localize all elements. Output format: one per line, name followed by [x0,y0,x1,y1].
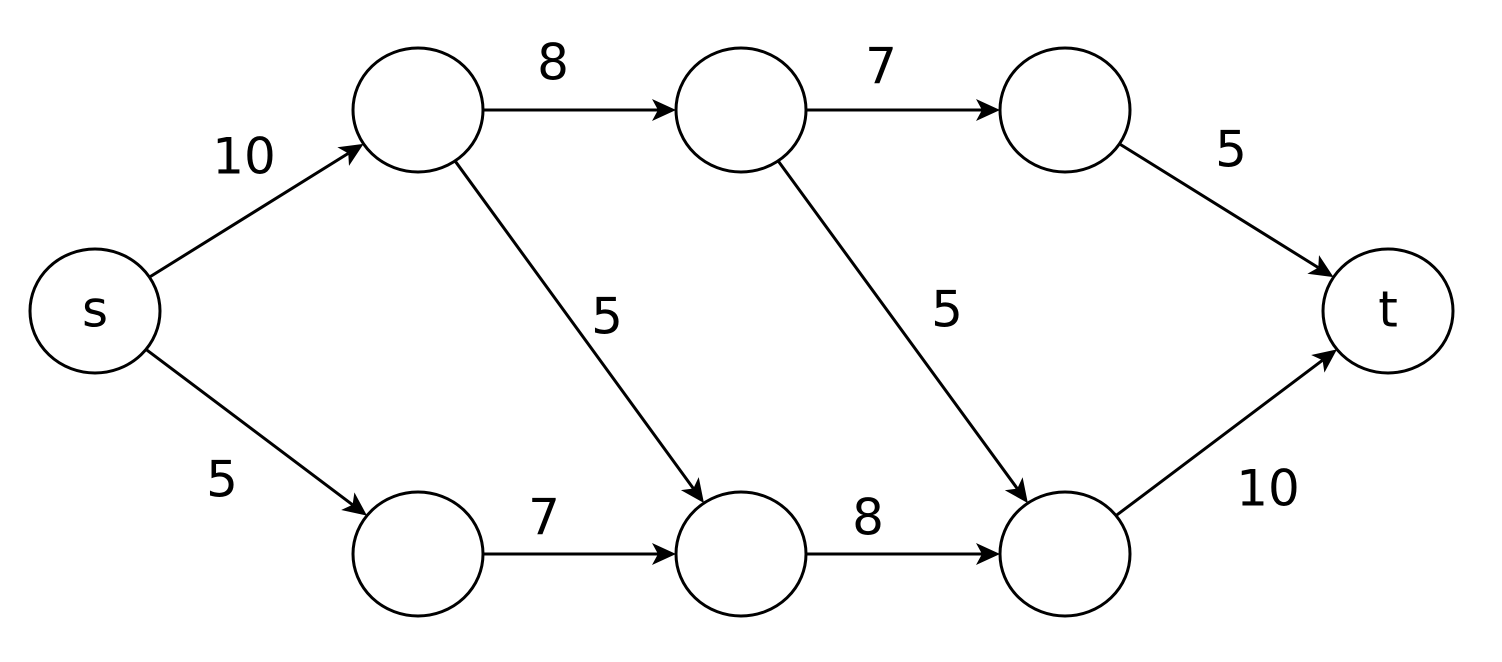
edge-a1-a2 [483,99,676,121]
node-circle [351,46,485,174]
edge-b2-b3 [806,543,1000,565]
edge-a3-t [1118,142,1334,278]
edge-s-b1 [145,348,367,516]
edge-capacity-label: 5 [931,281,963,339]
node-a2 [674,46,808,174]
edge-b3-t [1115,349,1337,517]
edge-line [148,152,350,279]
edge-b1-b2 [483,543,676,565]
node-a3 [998,46,1132,174]
node-circle [998,490,1132,618]
edge-line [1118,142,1320,269]
node-b2 [674,490,808,618]
arrowhead-icon [337,143,364,166]
edge-line [776,160,1019,490]
edge-line [453,160,695,490]
node-s: s [28,247,162,375]
node-label: s [82,281,108,339]
edge-capacity-label: 8 [852,489,884,547]
arrowhead-icon [976,99,1000,121]
edge-line [145,348,354,506]
node-t: t [1321,247,1455,375]
node-a1 [351,46,485,174]
edge-capacity-label: 5 [206,451,238,509]
arrowhead-icon [1311,349,1337,373]
node-circle [674,490,808,618]
edges-layer [145,99,1337,565]
node-circle [351,490,485,618]
edge-capacity-label: 5 [1215,121,1247,179]
edge-a2-a3 [806,99,1000,121]
edge-capacity-label: 7 [528,489,560,547]
arrowhead-icon [1307,255,1334,278]
arrowhead-icon [652,543,676,565]
edge-capacity-label: 10 [212,128,276,186]
node-circle [28,247,162,375]
node-b3 [998,490,1132,618]
node-circle [1321,247,1455,375]
labels-layer: 10 5 8 5 7 5 5 7 8 10 [206,34,1300,547]
arrowhead-icon [1004,477,1028,504]
edge-a2-b3 [776,160,1028,504]
arrowhead-icon [341,492,367,516]
edge-s-a1 [148,143,364,279]
arrowhead-icon [652,99,676,121]
edge-capacity-label: 8 [537,34,569,92]
node-label: t [1378,281,1398,339]
edge-capacity-label: 10 [1236,460,1300,518]
node-b1 [351,490,485,618]
edge-capacity-label: 7 [865,38,897,96]
arrowhead-icon [680,477,704,504]
edge-line [1115,359,1324,517]
node-circle [998,46,1132,174]
edge-a1-b2 [453,160,704,504]
arrowhead-icon [976,543,1000,565]
edge-capacity-label: 5 [591,288,623,346]
node-circle [674,46,808,174]
